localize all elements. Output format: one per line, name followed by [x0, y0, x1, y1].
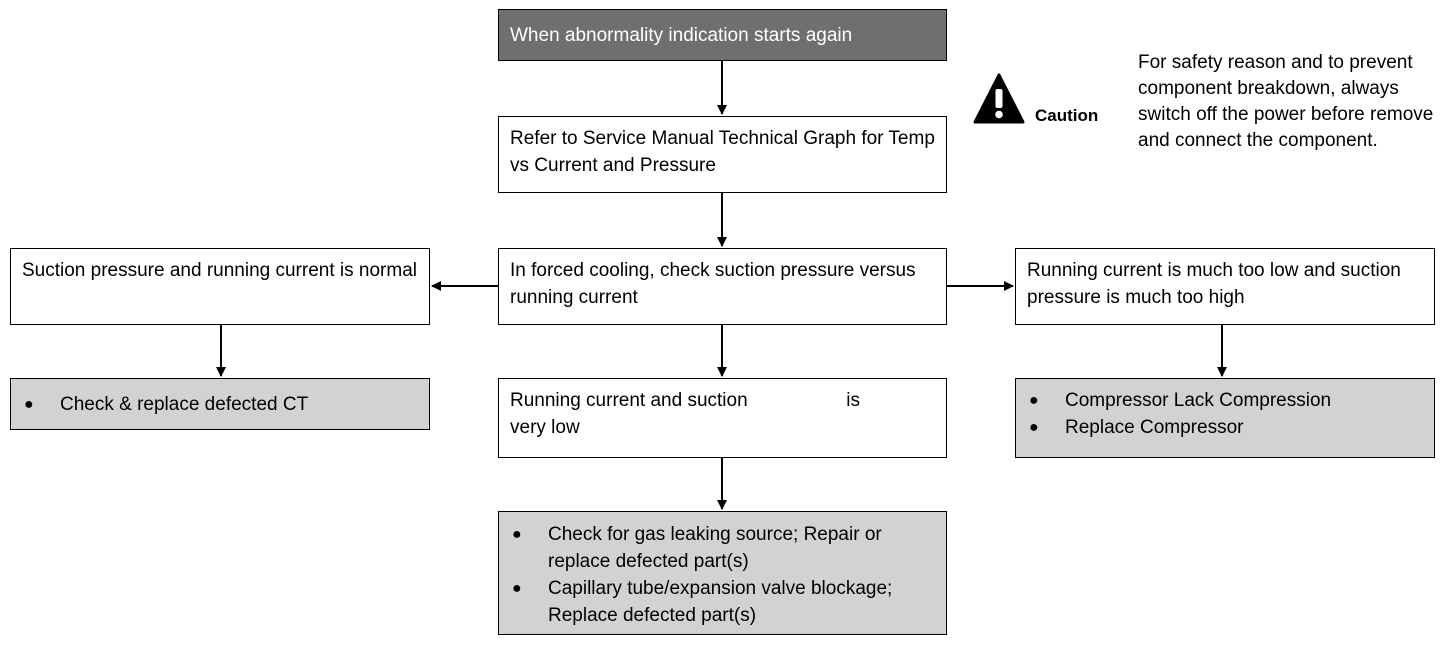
warning-triangle-icon [973, 73, 1025, 124]
list-item: ●Check for gas leaking source; Repair or… [510, 521, 935, 575]
left-condition-text: Suction pressure and running current is … [22, 260, 417, 281]
bullet-icon: ● [512, 580, 522, 597]
center-action-box: ●Check for gas leaking source; Repair or… [498, 511, 947, 635]
left-action-box: ●Check & replace defected CT [10, 378, 430, 430]
right-condition-text: Running current is much too low and suct… [1027, 260, 1401, 308]
list-item: ●Replace Compressor [1027, 414, 1423, 441]
check-box: In forced cooling, check suction pressur… [498, 248, 947, 325]
bullet-icon: ● [512, 526, 522, 543]
refer-box: Refer to Service Manual Technical Graph … [498, 116, 947, 193]
center-action-list: ●Check for gas leaking source; Repair or… [510, 521, 935, 629]
caution-label: Caution [1035, 106, 1099, 125]
list-item: ●Capillary tube/expansion valve blockage… [510, 575, 935, 629]
right-condition-box: Running current is much too low and suct… [1015, 248, 1435, 325]
right-action-box: ●Compressor Lack Compression ●Replace Co… [1015, 378, 1435, 458]
list-item: ●Check & replace defected CT [22, 391, 418, 418]
list-item: ●Compressor Lack Compression [1027, 387, 1423, 414]
left-action-list: ●Check & replace defected CT [22, 391, 418, 418]
bullet-icon: ● [24, 396, 34, 413]
start-box: When abnormality indication starts again [498, 9, 947, 61]
bullet-icon: ● [1029, 419, 1039, 436]
right-action-list: ●Compressor Lack Compression ●Replace Co… [1027, 387, 1423, 441]
left-condition-box: Suction pressure and running current is … [10, 248, 430, 325]
start-text: When abnormality indication starts again [510, 25, 853, 46]
refer-text: Refer to Service Manual Technical Graph … [510, 128, 935, 176]
caution-text: For safety reason and to prevent compone… [1138, 52, 1434, 151]
check-text: In forced cooling, check suction pressur… [510, 260, 916, 308]
bullet-icon: ● [1029, 392, 1039, 409]
